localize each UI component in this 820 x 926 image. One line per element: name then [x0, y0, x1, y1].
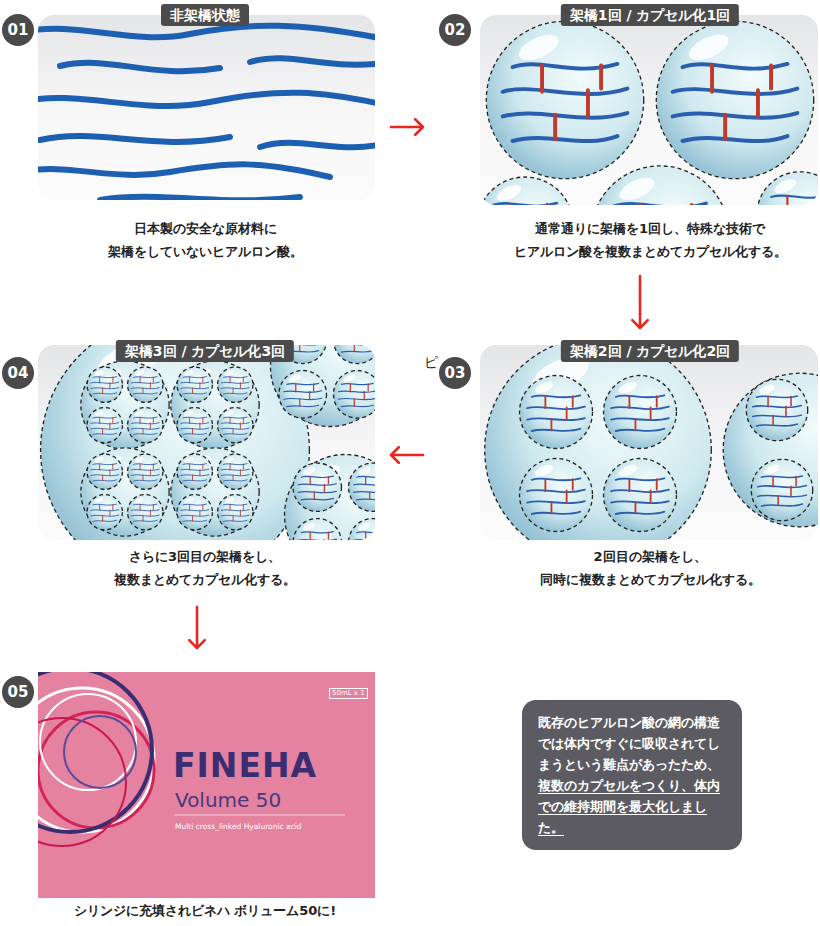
step-heading: 架橋3回 / カプセル化3回: [116, 340, 294, 362]
callout-number: 03: [439, 357, 471, 389]
hyaluronic-strand: [100, 197, 300, 200]
product-box-ground: [38, 672, 375, 898]
step-panel: 04 架橋3回 / カプセル化3回さらに3回目の架橋をし、 複数まとめてカプセル化…: [2, 340, 375, 595]
product-subtitle: Multi cross_linked Hyaluronic acid: [175, 822, 302, 832]
inner-capsule: [520, 459, 593, 532]
capsule: [486, 21, 643, 178]
callout-number: 01: [2, 14, 34, 46]
middle-capsule: [171, 361, 259, 449]
inner-capsule: [604, 376, 677, 449]
note-box: 既存のヒアルロン酸の網の構造では体内ですぐに吸収されてしまうという難点があったた…: [522, 700, 742, 850]
logo-ring: [40, 694, 136, 790]
inner-capsule: [520, 376, 593, 449]
middle-capsule: [171, 448, 259, 536]
hyaluronic-strand: [38, 93, 375, 106]
capsule: [757, 172, 818, 205]
product-box: 50mL x 1 FINEHA Volume 50 Multi cross_linke…: [38, 672, 375, 898]
step-heading: 架橋1回 / カプセル化1回: [561, 4, 739, 26]
step-panel: 02 架橋1回 / カプセル化1回通常通りに架橋を1回し、特殊な技術で ヒアルロン…: [439, 2, 818, 264]
step-panel: 05 シリンジに充填されビネハ ボリューム50に! 50mL x 1 FINEHA Vo…: [2, 660, 375, 924]
hyaluronic-strand: [60, 63, 220, 71]
hyaluronic-strand: [40, 136, 230, 142]
step-heading: 非架橋状態: [161, 4, 249, 26]
flow-arrow: [189, 607, 204, 648]
note-text: 既存のヒアルロン酸の網の構造では体内ですぐに吸収されてしまうという難点があったた…: [538, 715, 720, 772]
step-caption: さらに3回目の架橋をし、 複数まとめてカプセル化する。: [55, 546, 355, 592]
logo-ring: [38, 718, 126, 846]
product-volume: Volume 50: [175, 788, 281, 812]
product-volume-tag: 50mL x 1: [329, 688, 368, 699]
inner-capsule: [751, 459, 812, 520]
step-caption: 通常通りに架橋を1回し、特殊な技術で ヒアルロン酸を複数まとめてカプセル化する。: [500, 218, 800, 264]
product-name: FINEHA: [173, 748, 317, 784]
capsule: [485, 345, 712, 540]
step-panel: 03 架橋2回 / カプセル化2回 2回目の架橋をし、 同時に複数まとめてカプセル化…: [439, 340, 818, 595]
hyaluronic-strand: [38, 26, 375, 40]
middle-capsule: [285, 455, 375, 540]
callout-number: 05: [2, 676, 34, 708]
logo-ring: [64, 716, 136, 788]
step-heading: 架橋2回 / カプセル化2回: [561, 340, 739, 362]
hyaluronic-strand: [250, 58, 375, 64]
step-caption: 2回目の架橋をし、 同時に複数まとめてカプセル化する。: [500, 546, 800, 592]
middle-capsule: [81, 448, 169, 536]
hyaluronic-strand: [260, 142, 375, 147]
logo-ring: [38, 712, 154, 828]
note-emphasis: 複数のカプセルをつくり、体内での維持期間を最大化しました。: [538, 778, 720, 835]
step-caption: 日本製の安全な原材料に 架橋をしていないヒアルロン酸。: [55, 218, 355, 264]
inner-capsule: [604, 459, 677, 532]
capsule: [591, 166, 729, 205]
inner-capsule: [746, 379, 807, 440]
capsule: [656, 21, 813, 178]
capsule: [480, 177, 573, 205]
logo-ring: [38, 688, 154, 832]
step-caption: シリンジに充填されビネハ ボリューム50に!: [74, 900, 337, 923]
callout-number: 04: [2, 357, 34, 389]
product-rule: [174, 815, 345, 816]
flow-arrow: [632, 276, 647, 328]
capsule: [723, 373, 818, 527]
logo-ring: [38, 672, 152, 832]
flow-arrow: [391, 119, 423, 134]
middle-capsule: [81, 361, 169, 449]
capsule: [41, 345, 310, 540]
callout-number: 02: [439, 14, 471, 46]
flow-arrow: [391, 447, 423, 462]
hyaluronic-strand: [38, 164, 330, 177]
step-panel: 01 非架橋状態日本製の安全な原材料に 架橋をしていないヒアルロン酸。: [2, 2, 375, 264]
stray-character: ピ: [424, 354, 438, 370]
